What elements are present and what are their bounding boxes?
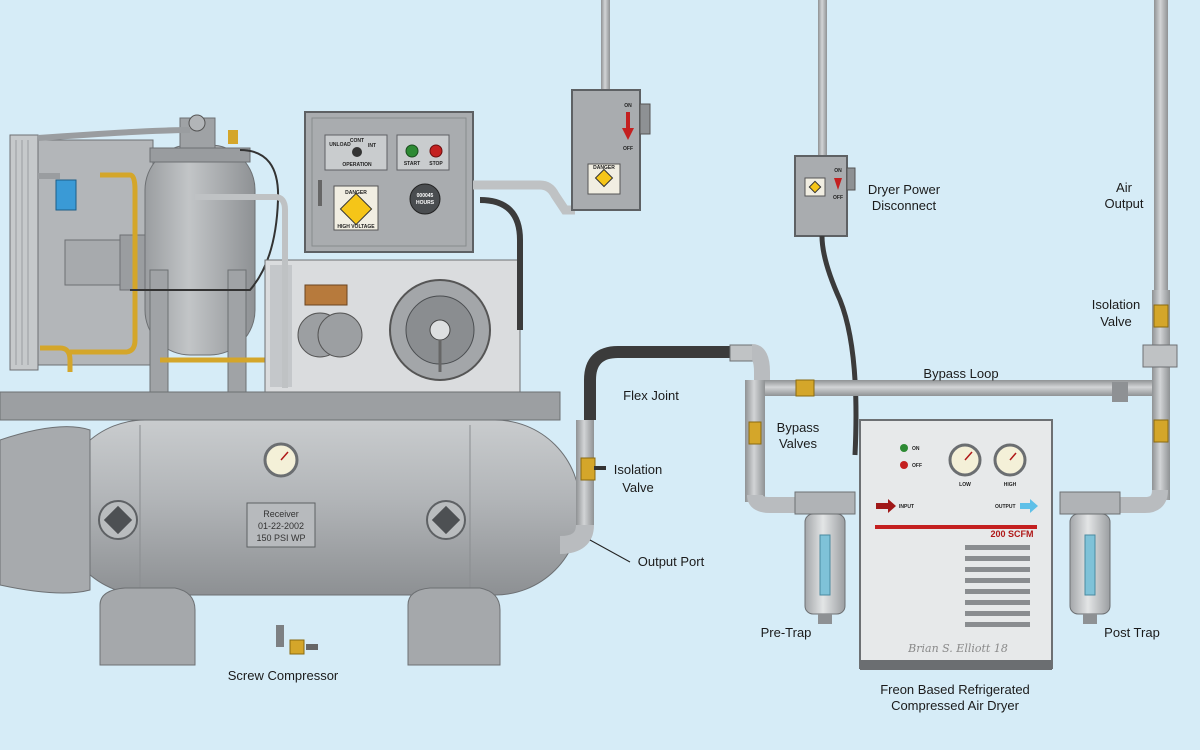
panel-high-voltage: HIGH VOLTAGE [337, 224, 375, 230]
compressor-control-panel: UNLOAD CONT INT OPERATION START STOP DAN… [304, 111, 474, 253]
plate-line-1: Receiver [263, 509, 299, 519]
dryer-disc-off: OFF [833, 195, 843, 201]
input-arrow-icon [876, 499, 896, 513]
panel-stop: STOP [429, 161, 443, 167]
label-air-output-2: Output [1104, 196, 1143, 211]
start-button[interactable] [405, 144, 419, 158]
artist-signature: Brian S. Elliott 18 [907, 642, 1008, 655]
right-isolation-valve-upper[interactable] [1153, 304, 1169, 328]
label-dryer-1: Freon Based Refrigerated [880, 682, 1030, 697]
gauge-low: LOW [959, 482, 971, 488]
dryer-disconnect-handle[interactable] [846, 167, 856, 191]
panel-start: START [404, 161, 420, 167]
output-arrow-icon [1020, 499, 1038, 513]
receiver-plate: Receiver 01-22-2002 150 PSI WP [246, 502, 316, 548]
overhead-conduits [601, 0, 1168, 290]
disc-on: ON [624, 103, 632, 109]
post-trap-filter [1059, 491, 1121, 624]
label-isolation-left-2: Valve [622, 480, 654, 495]
label-isolation-right-1: Isolation [1092, 297, 1140, 312]
disconnect-handle[interactable] [639, 103, 651, 135]
refrigerated-dryer: ON OFF LOW HIGH INPUT OUTPUT 200 SCFM Br… [859, 419, 1053, 670]
receiver-tank [0, 391, 581, 666]
labels: Screw Compressor Flex Joint Isolation Va… [228, 180, 1160, 713]
plate-line-3: 150 PSI WP [256, 533, 305, 543]
plate-line-2: 01-22-2002 [258, 521, 304, 531]
dryer-off: OFF [912, 463, 922, 469]
dryer-input: INPUT [899, 504, 914, 510]
bypass-valve-horizontal[interactable] [795, 379, 815, 397]
panel-unload: UNLOAD [329, 142, 351, 148]
label-dryer-power-1: Dryer Power [868, 182, 941, 197]
dryer-on: ON [912, 446, 920, 452]
label-dryer-power-2: Disconnect [872, 198, 937, 213]
dryer-output: OUTPUT [995, 504, 1016, 510]
label-pre-trap: Pre-Trap [761, 625, 812, 640]
stop-button[interactable] [429, 144, 443, 158]
disc-danger: DANGER [593, 165, 615, 171]
panel-int: INT [368, 143, 376, 149]
label-air-output-1: Air [1116, 180, 1133, 195]
hour-meter-label: HOURS [416, 200, 435, 206]
left-isolation-valve[interactable] [580, 457, 596, 481]
label-output-port: Output Port [638, 554, 705, 569]
bypass-valve-vertical-left[interactable] [748, 421, 762, 445]
disc-off: OFF [623, 146, 633, 152]
compressor-assembly [9, 114, 521, 393]
label-bypass-loop: Bypass Loop [923, 366, 998, 381]
label-bypass-valves-1: Bypass [777, 420, 820, 435]
compressor-disconnect: ON OFF DANGER [571, 89, 651, 211]
panel-operation: OPERATION [342, 162, 372, 168]
label-isolation-left-1: Isolation [614, 462, 662, 477]
dryer-disc-on: ON [834, 168, 842, 174]
leader-lines [589, 539, 631, 563]
compressor-wiring [473, 180, 575, 330]
hour-meter-value: 000045 [417, 193, 434, 199]
gauge-high: HIGH [1004, 482, 1017, 488]
operation-selector-knob[interactable] [352, 147, 362, 157]
label-dryer-2: Compressed Air Dryer [891, 698, 1020, 713]
right-isolation-valve-lower[interactable] [1153, 419, 1169, 443]
label-screw-compressor: Screw Compressor [228, 668, 339, 683]
bypass-piping [745, 290, 1178, 513]
label-bypass-valves-2: Valves [779, 436, 818, 451]
output-line [559, 344, 770, 554]
panel-cont: CONT [350, 138, 364, 144]
label-post-trap: Post Trap [1104, 625, 1160, 640]
dryer-rating: 200 SCFM [990, 529, 1033, 539]
pre-trap-filter [794, 491, 856, 624]
dryer-disconnect: ON OFF [794, 155, 859, 456]
label-flex-joint: Flex Joint [623, 388, 679, 403]
label-isolation-right-2: Valve [1100, 314, 1132, 329]
